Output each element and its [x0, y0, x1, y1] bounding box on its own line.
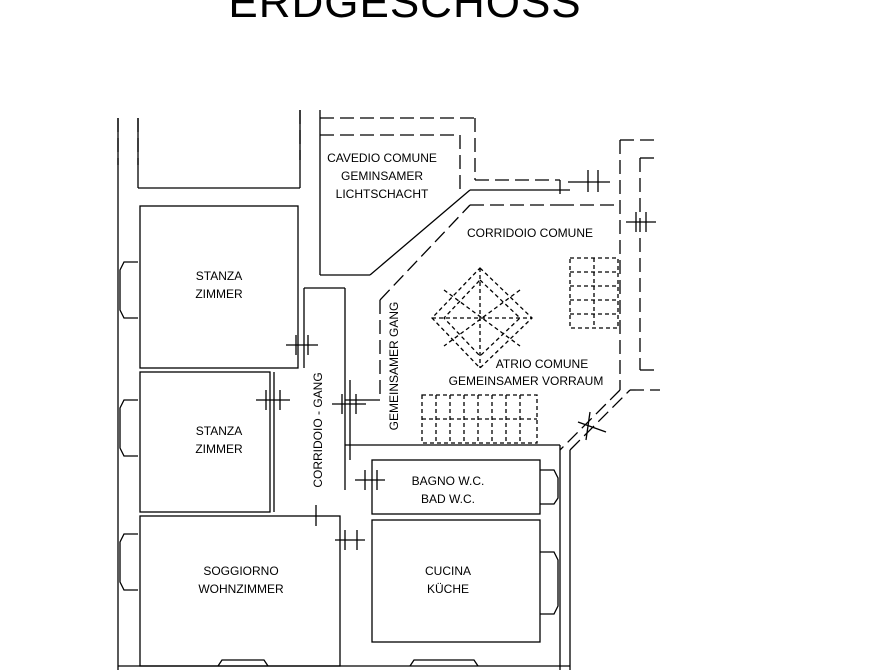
dashed-common-areas: [117, 110, 660, 451]
label-soggiorno-it: SOGGIORNO: [203, 564, 278, 578]
label-cucina-de: KÜCHE: [427, 582, 469, 596]
label-atrio-de: GEMEINSAMER VORRAUM: [449, 374, 604, 388]
label-corridoio-comune: CORRIDOIO COMUNE: [467, 226, 593, 240]
label-stanza-1-de: ZIMMER: [195, 287, 243, 301]
corridor-walls: [273, 287, 561, 670]
label-corridoio-gang: CORRIDOIO - GANG: [311, 372, 325, 487]
atrium-skylight: [431, 267, 533, 369]
label-atrio-it: ATRIO COMUNE: [496, 357, 588, 371]
label-stanza-2-de: ZIMMER: [195, 442, 243, 456]
room-stanza-1: [139, 205, 299, 369]
door-markers: [256, 170, 656, 550]
room-stanza-2: [139, 371, 271, 513]
room-soggiorno: [139, 515, 341, 667]
label-stanza-2-it: STANZA: [196, 424, 242, 438]
label-cucina-it: CUCINA: [425, 564, 471, 578]
label-bagno-it: BAGNO W.C.: [412, 474, 485, 488]
stair-right: [569, 257, 619, 329]
windows: [119, 261, 559, 667]
label-soggiorno-de: WOHNZIMMER: [198, 582, 284, 596]
label-cavedio-it: CAVEDIO COMUNE: [327, 151, 437, 165]
label-gemeinsamer-gang: GEMEINSAMER GANG: [387, 302, 401, 431]
page-title: ERDGESCHOSS: [228, 0, 582, 27]
exterior-walls: [117, 110, 571, 670]
room-bagno: [371, 459, 541, 515]
label-cavedio-de2: LICHTSCHACHT: [336, 187, 429, 201]
label-cavedio-de1: GEMINSAMER: [341, 169, 423, 183]
label-stanza-1-it: STANZA: [196, 269, 242, 283]
stair-bottom: [421, 394, 538, 444]
label-bagno-de: BAD W.C.: [421, 492, 475, 506]
room-cucina: [371, 519, 541, 643]
